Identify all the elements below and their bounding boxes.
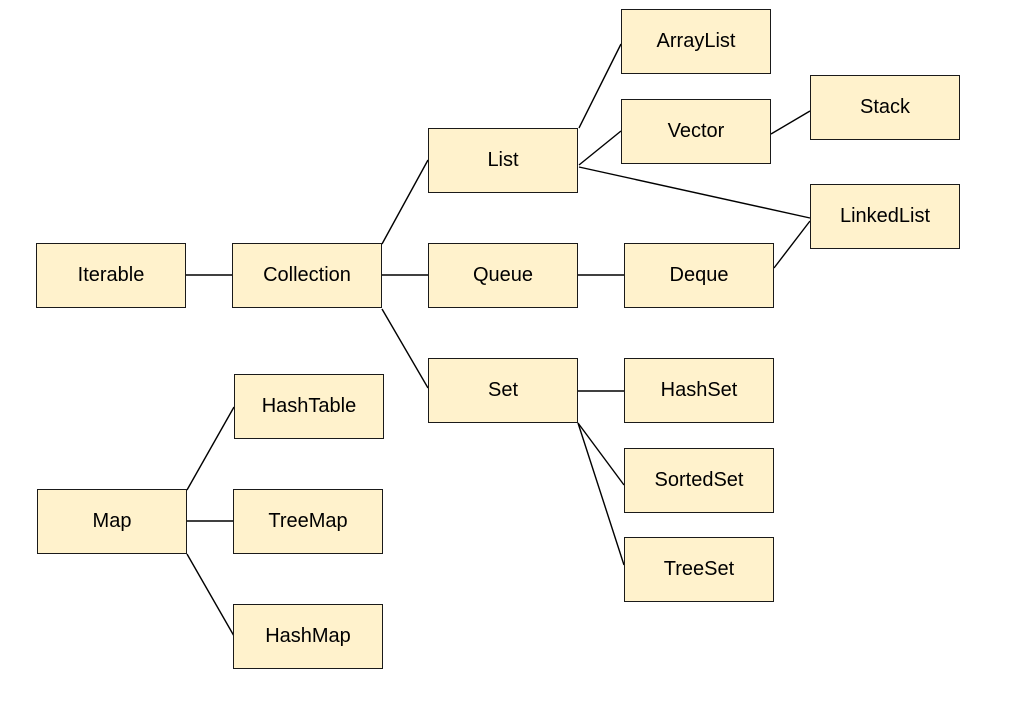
node-list: List [428, 128, 578, 193]
edge-map-hashmap [186, 553, 235, 637]
node-linkedlist: LinkedList [810, 184, 960, 249]
node-stack: Stack [810, 75, 960, 140]
node-hashmap: HashMap [233, 604, 383, 669]
edge-deque-linkedlist [773, 220, 811, 269]
edge-collection-set [381, 308, 429, 389]
node-iterable: Iterable [36, 243, 186, 308]
edge-map-hashtable [186, 406, 235, 491]
edge-list-linkedlist [578, 166, 811, 219]
node-treemap: TreeMap [233, 489, 383, 554]
node-arraylist: ArrayList [621, 9, 771, 74]
edge-set-treeset [577, 422, 625, 566]
node-hashtable: HashTable [234, 374, 384, 439]
node-sortedset: SortedSet [624, 448, 774, 513]
edge-vector-stack [770, 110, 811, 135]
node-set: Set [428, 358, 578, 423]
node-treeset: TreeSet [624, 537, 774, 602]
edge-list-arraylist [578, 43, 622, 129]
node-vector: Vector [621, 99, 771, 164]
edge-collection-list [381, 159, 429, 245]
edge-list-vector [578, 130, 622, 166]
edge-set-sortedset [577, 422, 625, 486]
node-hashset: HashSet [624, 358, 774, 423]
node-queue: Queue [428, 243, 578, 308]
node-map: Map [37, 489, 187, 554]
node-deque: Deque [624, 243, 774, 308]
node-collection: Collection [232, 243, 382, 308]
